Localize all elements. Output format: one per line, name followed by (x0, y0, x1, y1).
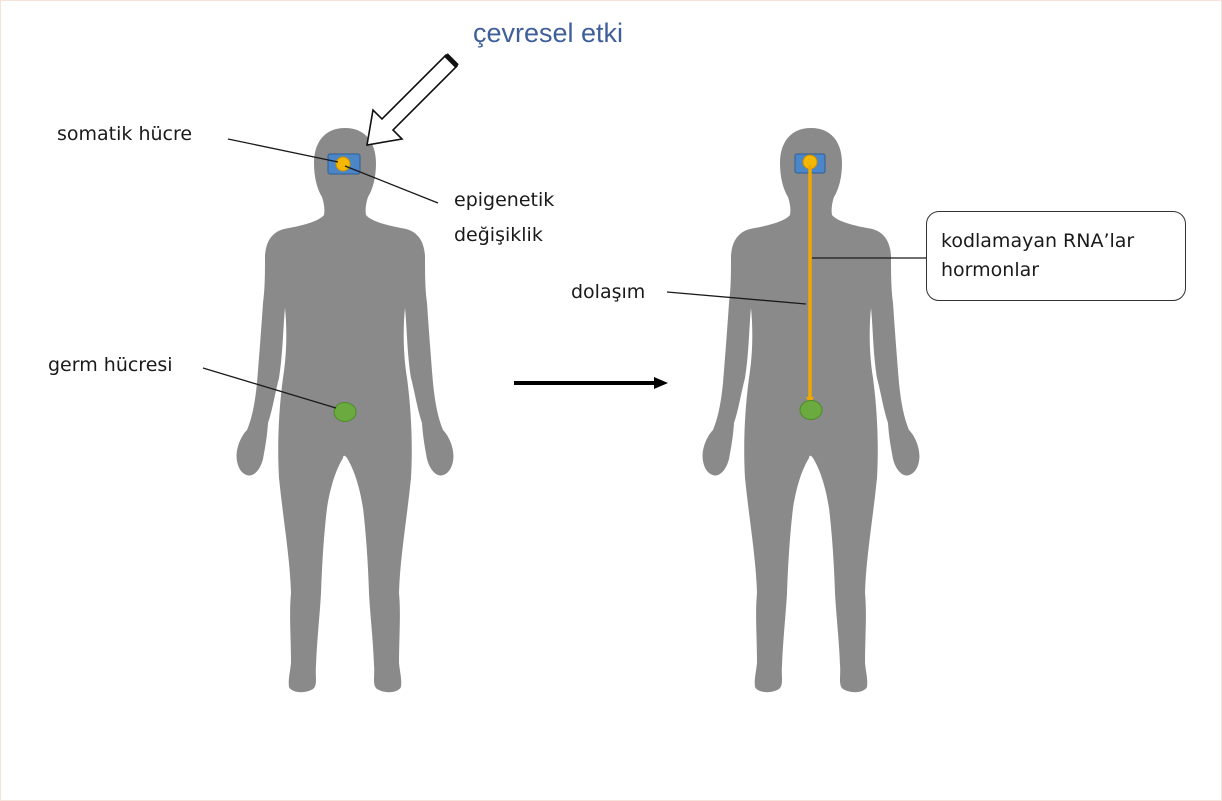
environmental-influence-arrow (367, 55, 457, 145)
left-somatic-cell (336, 157, 350, 171)
germ-cell-label: germ hücresi (48, 352, 173, 379)
right-germ-cell (800, 401, 822, 420)
left-germ-cell (334, 403, 356, 422)
environmental-influence-title: çevresel etki (473, 18, 623, 48)
callout-hormones: hormonlar (941, 256, 1185, 285)
callout-box: kodlamayan RNA’lar hormonlar (926, 211, 1186, 301)
callout-noncoding-rna: kodlamayan RNA’lar (941, 227, 1185, 256)
transition-arrow (514, 377, 668, 389)
circulation-label: dolaşım (571, 279, 645, 306)
epigenetic-change-label-line1: epigenetik (454, 187, 554, 214)
epigenetic-change-label-line2: değişiklik (454, 222, 543, 249)
somatic-cell-label: somatik hücre (57, 121, 192, 148)
